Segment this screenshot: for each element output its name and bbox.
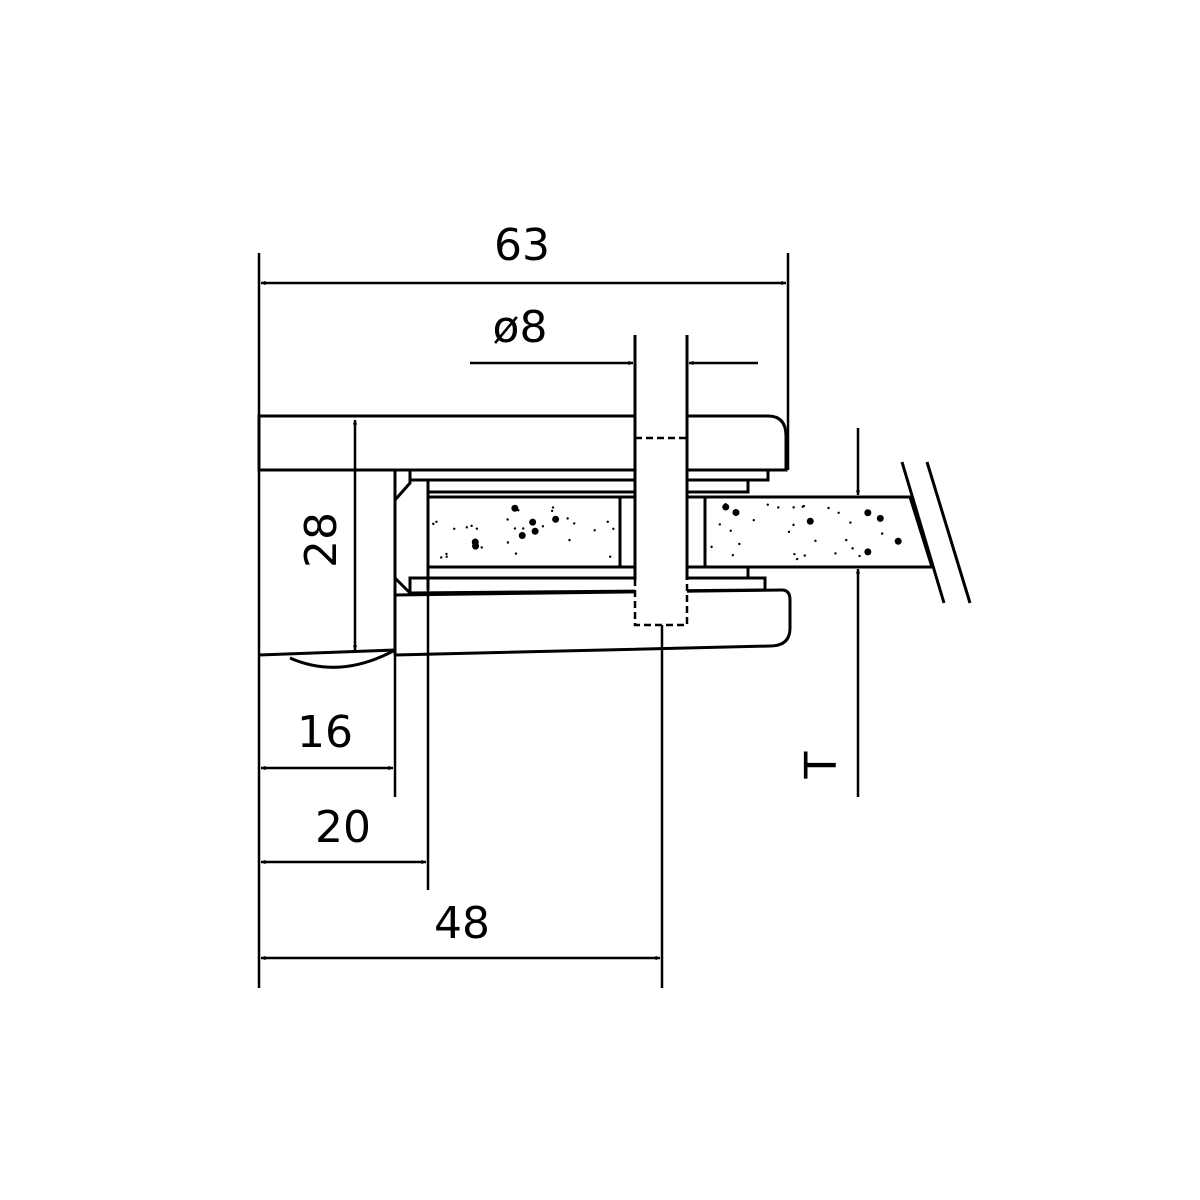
clamp-body <box>257 414 792 669</box>
speckle-dot <box>566 517 569 520</box>
speckle-dot <box>795 557 799 561</box>
speckle-dot <box>777 506 780 509</box>
speckle-dot <box>606 520 609 524</box>
speckle-dot <box>851 547 854 550</box>
speckle-dot <box>573 522 576 525</box>
speckle-dot <box>858 554 861 558</box>
speckle-dot <box>465 526 469 529</box>
dim-63-label: 63 <box>494 220 550 271</box>
speckle-dot <box>541 525 545 528</box>
speckle-dot <box>445 555 448 558</box>
speckle-dot <box>453 527 456 530</box>
speckle-dot <box>732 509 740 517</box>
extension-lines <box>257 253 790 988</box>
speckle-dot <box>787 530 791 534</box>
speckle-dot <box>518 532 526 540</box>
speckle-dot <box>551 506 555 509</box>
break-line-2 <box>925 461 972 604</box>
speckle-dot <box>837 511 840 514</box>
dim-d8-label: ø8 <box>493 302 548 353</box>
speckle-dot <box>801 505 804 508</box>
bottom-curve <box>289 648 396 669</box>
speckle-dot <box>517 509 520 512</box>
speckle-dot <box>552 515 560 523</box>
speckle-dot <box>506 541 510 544</box>
speckle-dot <box>729 529 732 532</box>
top-gasket <box>426 478 750 494</box>
speckle-dot <box>531 527 539 535</box>
speckle-dot <box>513 527 517 530</box>
speckle-dot <box>864 548 872 556</box>
speckle-dot <box>849 521 852 524</box>
speckle-dot <box>834 552 837 555</box>
glass-right <box>703 495 935 569</box>
dimension-lines <box>261 280 861 961</box>
speckle-dot <box>792 506 795 509</box>
speckle-dot <box>827 506 830 510</box>
speckle-dot <box>529 518 537 526</box>
dim-16-label: 16 <box>297 707 353 758</box>
speckle-dot <box>894 537 902 545</box>
bottom-plate <box>394 588 792 657</box>
speckle-dot <box>480 546 483 549</box>
speckle-dot <box>470 524 473 528</box>
speckle-dot <box>722 503 730 511</box>
speckle-dot <box>738 542 741 546</box>
speckle-dot <box>511 504 519 512</box>
top-plate <box>257 414 788 472</box>
speckle-dot <box>593 529 596 532</box>
bolt-thread-hidden <box>633 436 689 627</box>
speckle-dot <box>806 517 814 525</box>
speckle-dot <box>803 554 806 557</box>
speckle-dot <box>506 518 509 521</box>
speckle-dot <box>766 503 769 506</box>
glass-panel <box>426 461 972 604</box>
dim-28-label: 28 <box>296 512 347 568</box>
chamfer <box>393 471 412 595</box>
speckle-dot <box>514 552 518 555</box>
break-line-1 <box>900 461 946 604</box>
speckle-dot <box>435 520 438 523</box>
speckle-dot <box>445 552 448 556</box>
speckle-dot <box>475 527 479 530</box>
speckle-dot <box>793 552 796 556</box>
speckle-dot <box>792 523 795 527</box>
speckle-dot <box>432 522 435 526</box>
speckle-dot <box>814 539 817 543</box>
dim-48-label: 48 <box>434 898 490 949</box>
speckle-dot <box>511 506 515 510</box>
bottom-gasket <box>426 565 750 580</box>
glass-left <box>426 495 622 569</box>
dim-20-label: 20 <box>315 802 371 853</box>
speckle-dot <box>472 542 480 550</box>
speckle-dot <box>752 518 755 522</box>
dim-t-label: T <box>796 751 847 779</box>
speckle-dot <box>608 555 612 558</box>
speckle-dot <box>440 556 443 559</box>
speckle-dot <box>864 509 872 517</box>
speckle-dot <box>710 545 713 549</box>
speckle-dot <box>522 527 525 530</box>
speckle-dot <box>731 553 735 557</box>
speckle-dot <box>612 527 615 531</box>
glass-speckle <box>432 503 902 561</box>
speckle-dot <box>718 523 722 526</box>
speckle-dot <box>880 532 884 535</box>
speckle-dot <box>568 538 571 542</box>
speckle-dot <box>876 514 884 522</box>
bolt <box>633 335 689 627</box>
speckle-dot <box>845 538 848 542</box>
speckle-dot <box>550 509 554 513</box>
